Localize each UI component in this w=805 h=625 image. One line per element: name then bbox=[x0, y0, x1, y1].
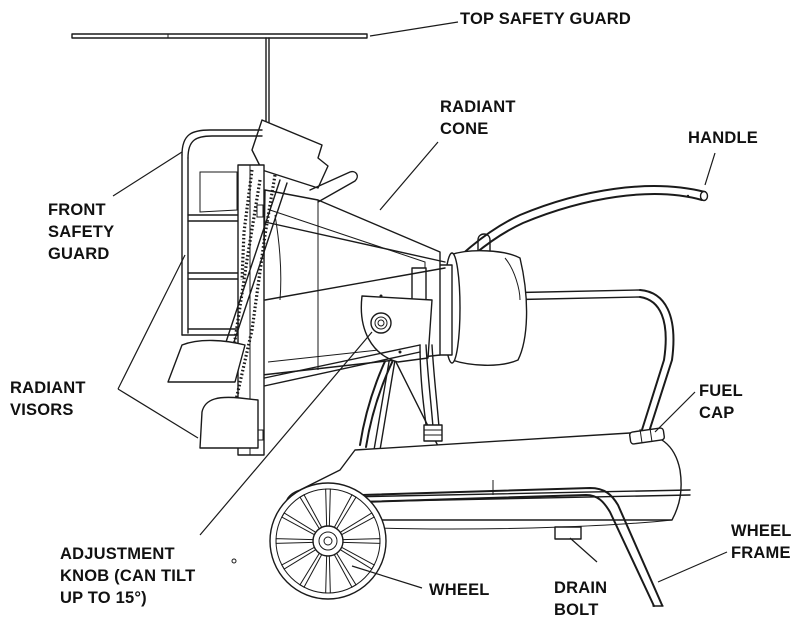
wheel-spoke bbox=[340, 512, 375, 536]
leader-fuel-cap bbox=[654, 391, 696, 433]
wheel-spoke bbox=[275, 538, 314, 544]
upper-visor bbox=[251, 119, 329, 189]
leader-adjustment-knob bbox=[199, 331, 373, 536]
middle-visor bbox=[167, 339, 246, 383]
leader-radiant-cone bbox=[379, 141, 439, 211]
lower-visor bbox=[199, 396, 259, 449]
wheel bbox=[231, 482, 387, 600]
label-radiant-cone: RADIANT CONE bbox=[440, 98, 516, 138]
visor-rod bbox=[224, 179, 281, 346]
rear-rod bbox=[309, 170, 358, 203]
fuel-cap bbox=[629, 427, 665, 445]
visor-chains bbox=[230, 169, 277, 401]
label-wheel: WHEEL bbox=[429, 581, 490, 599]
wheel-spoke bbox=[333, 553, 357, 588]
label-top-safety-guard: TOP SAFETY GUARD bbox=[460, 10, 631, 28]
top-safety-guard bbox=[71, 33, 368, 133]
label-wheel-frame: WHEEL FRAME bbox=[731, 522, 792, 562]
leader-radiant-visors-a bbox=[117, 254, 186, 390]
leader-lines bbox=[112, 21, 728, 589]
label-front-safety-guard: FRONT SAFETY GUARD bbox=[48, 201, 115, 263]
label-drain-bolt: DRAIN BOLT bbox=[554, 579, 608, 619]
label-radiant-visors: RADIANT VISORS bbox=[10, 379, 86, 419]
leader-handle bbox=[704, 152, 716, 186]
wheel-frame bbox=[329, 487, 664, 607]
wheel-spoke bbox=[299, 553, 323, 588]
inner-rods bbox=[254, 221, 446, 389]
label-handle: HANDLE bbox=[688, 129, 758, 147]
wheel-spoke bbox=[333, 494, 357, 529]
leader-radiant-visors-b bbox=[117, 388, 199, 439]
wheel-spoke bbox=[325, 488, 331, 527]
leader-wheel-frame bbox=[657, 551, 728, 583]
wheel-spoke bbox=[342, 538, 381, 544]
label-fuel-cap: FUEL CAP bbox=[699, 382, 743, 422]
leader-drain-bolt bbox=[569, 537, 598, 563]
wheel-spoke bbox=[299, 494, 323, 529]
wheel-spoke bbox=[325, 555, 331, 594]
wheel-spoke bbox=[281, 512, 316, 536]
leader-wheel bbox=[351, 565, 423, 589]
leader-front-safety-guard bbox=[112, 151, 183, 197]
leader-top-safety-guard bbox=[369, 21, 459, 37]
visor-rod-2 bbox=[231, 182, 288, 349]
u-tube bbox=[477, 233, 491, 301]
cables bbox=[419, 344, 443, 442]
label-adjustment-knob: ADJUSTMENT KNOB (CAN TILT UP TO 15°) bbox=[60, 545, 196, 607]
wheel-spoke bbox=[281, 546, 316, 570]
wheel-spoke bbox=[340, 546, 375, 570]
